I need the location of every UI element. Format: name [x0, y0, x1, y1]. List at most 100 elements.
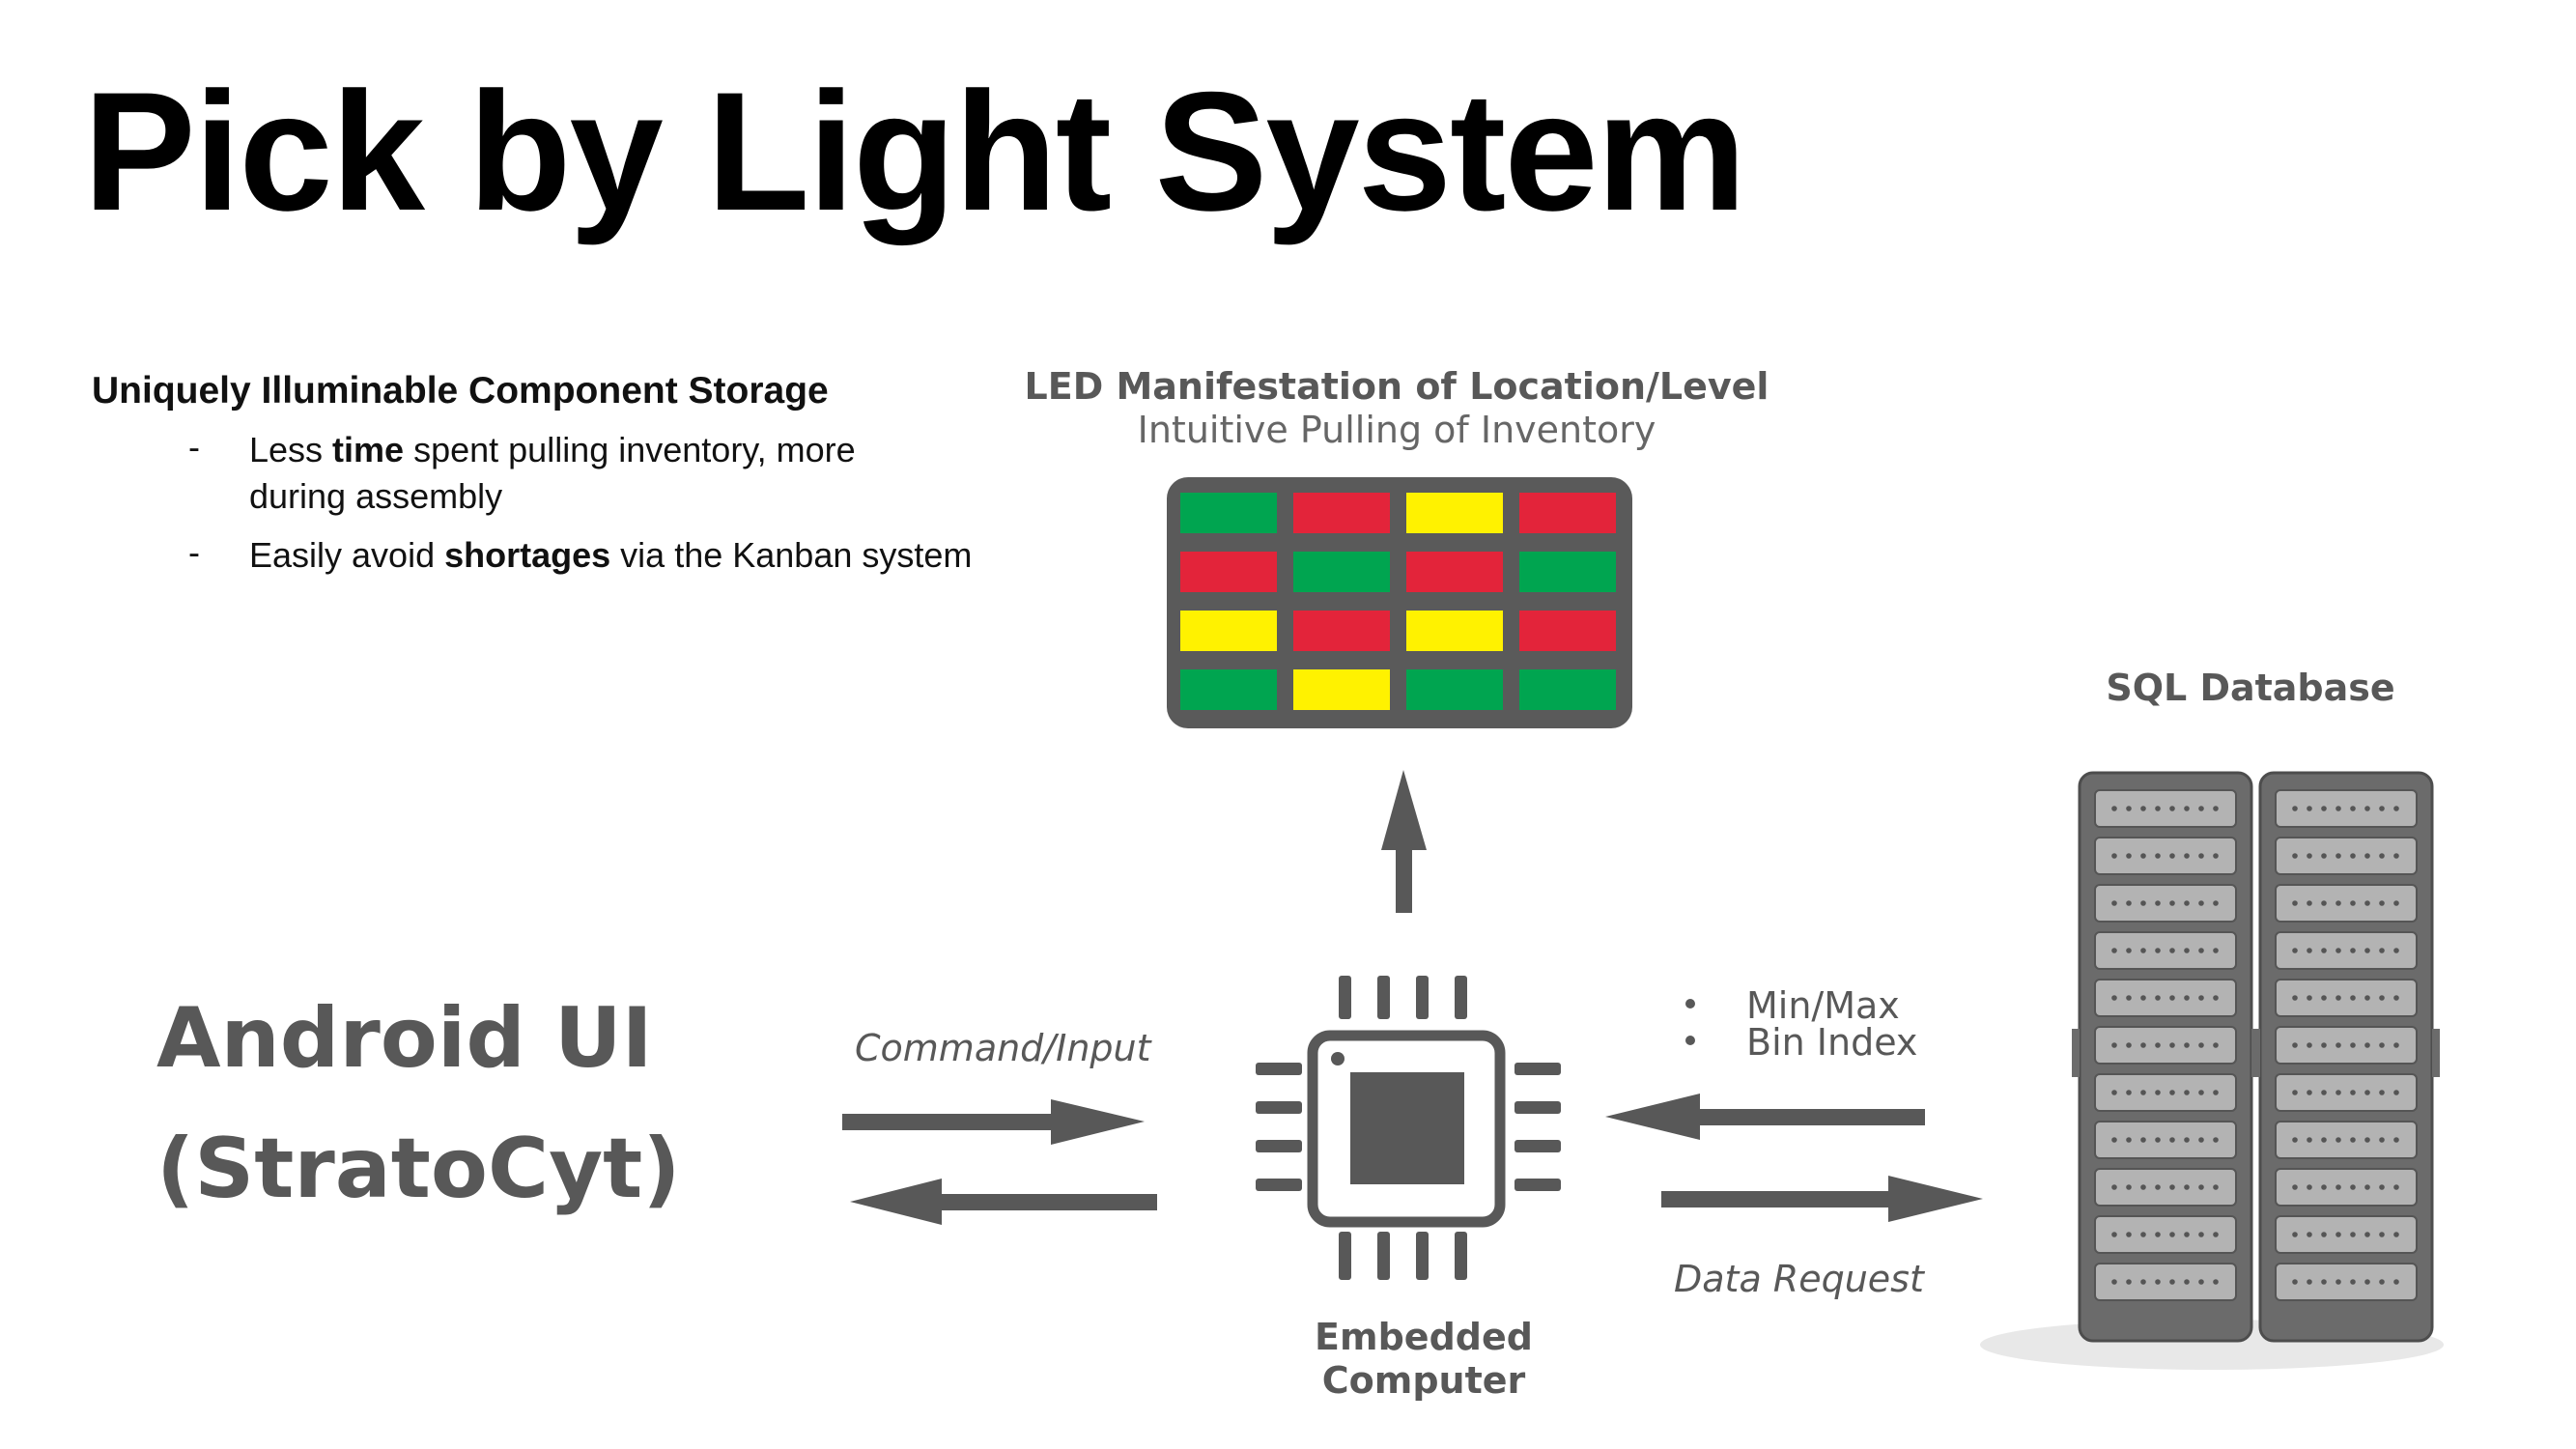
vent-dot [2126, 1279, 2132, 1285]
vent-dot [2140, 995, 2146, 1001]
vent-dot [2111, 1184, 2117, 1190]
vent-dot [2335, 948, 2341, 953]
server-unit [2094, 1121, 2237, 1159]
vent-dot [2307, 1137, 2312, 1143]
vent-dot [2184, 948, 2190, 953]
vent-dot [2155, 948, 2161, 953]
vent-dot [2379, 1137, 2385, 1143]
vent-dot [2379, 1184, 2385, 1190]
vent-dot [2321, 806, 2327, 811]
vent-dot [2213, 995, 2219, 1001]
vent-dot [2379, 853, 2385, 859]
server-unit [2094, 1073, 2237, 1112]
vent-dot [2111, 900, 2117, 906]
vent-dot [2393, 1184, 2399, 1190]
android-ui-label: Android UI [156, 990, 653, 1087]
vent-dot [2321, 1137, 2327, 1143]
server-unit [2275, 1168, 2418, 1207]
vent-dot [2350, 806, 2356, 811]
server-unit [2094, 884, 2237, 923]
vent-dot [2155, 1137, 2161, 1143]
vent-dot [2321, 1042, 2327, 1048]
vent-dot [2169, 853, 2175, 859]
vent-dot [2155, 1279, 2161, 1285]
led-cell-red [1406, 552, 1503, 592]
vent-dot [2213, 900, 2219, 906]
vent-dot [2140, 1042, 2146, 1048]
vent-dot [2307, 1090, 2312, 1095]
vent-dot [2335, 806, 2341, 811]
vent-dot [2292, 1137, 2298, 1143]
bin-index-label: Bin Index [1746, 1021, 1918, 1064]
vent-dot [2198, 900, 2204, 906]
vent-dot [2155, 806, 2161, 811]
vent-dot [2169, 1279, 2175, 1285]
vent-dot [2350, 1090, 2356, 1095]
vent-dot [2292, 995, 2298, 1001]
vent-dot [2111, 1279, 2117, 1285]
server-unit [2275, 837, 2418, 875]
vent-dot [2292, 1232, 2298, 1237]
vent-dot [2111, 1042, 2117, 1048]
vent-dot [2111, 853, 2117, 859]
vent-dot [2126, 900, 2132, 906]
vent-dot [2155, 900, 2161, 906]
vent-dot [2198, 1232, 2204, 1237]
server-unit [2275, 789, 2418, 828]
server-unit [2094, 837, 2237, 875]
vent-dot [2213, 1279, 2219, 1285]
vent-dot [2379, 900, 2385, 906]
server-unit [2275, 1121, 2418, 1159]
vent-dot [2184, 806, 2190, 811]
vent-dot [2379, 1090, 2385, 1095]
led-cell-yellow [1293, 669, 1390, 710]
vent-dot [2335, 1042, 2341, 1048]
vent-dot [2292, 900, 2298, 906]
vent-dot [2184, 1184, 2190, 1190]
vent-dot [2292, 1279, 2298, 1285]
vent-dot [2111, 1137, 2117, 1143]
vent-dot [2350, 1232, 2356, 1237]
sql-database-label: SQL Database [2106, 667, 2395, 709]
vent-dot [2169, 948, 2175, 953]
server-unit [2094, 979, 2237, 1017]
vent-dot [2126, 1042, 2132, 1048]
vent-dot [2307, 1042, 2312, 1048]
led-panel-title: LED Manifestation of Location/Level [1024, 365, 1769, 408]
vent-dot [2213, 1137, 2219, 1143]
vent-dot [2292, 1090, 2298, 1095]
server-rack-right [2252, 771, 2440, 1343]
vent-dot [2364, 1232, 2370, 1237]
led-cell-yellow [1180, 611, 1277, 651]
vent-dot [2184, 1137, 2190, 1143]
bullet-text: Less time spent pulling inventory, more … [249, 430, 856, 516]
vent-dot [2140, 1279, 2146, 1285]
bullet-text: Easily avoid shortages via the Kanban sy… [249, 535, 973, 575]
vent-dot [2379, 1279, 2385, 1285]
vent-dot [2140, 1137, 2146, 1143]
page-title: Pick by Light System [83, 58, 1746, 246]
up-arrow-icon [1381, 770, 1427, 913]
vent-dot [2292, 948, 2298, 953]
vent-dot [2169, 995, 2175, 1001]
rack-latch [2432, 1029, 2440, 1077]
vent-dot [2111, 1232, 2117, 1237]
vent-dot [2126, 995, 2132, 1001]
android-ui-sublabel: (StratoCyt) [156, 1121, 681, 1217]
vent-dot [2321, 1184, 2327, 1190]
server-unit [2094, 931, 2237, 970]
led-cell-yellow [1406, 611, 1503, 651]
bullet-dash: - [188, 532, 200, 572]
vent-dot [2169, 900, 2175, 906]
vent-dot [2184, 1279, 2190, 1285]
vent-dot [2198, 853, 2204, 859]
vent-dot [2198, 1042, 2204, 1048]
vent-dot [2393, 1279, 2399, 1285]
vent-dot [2184, 1090, 2190, 1095]
server-unit [2275, 1026, 2418, 1065]
vent-dot [2321, 1279, 2327, 1285]
led-cell-green [1519, 669, 1616, 710]
command-input-label: Command/Input [855, 1027, 1151, 1069]
data-request-label: Data Request [1674, 1258, 1924, 1300]
